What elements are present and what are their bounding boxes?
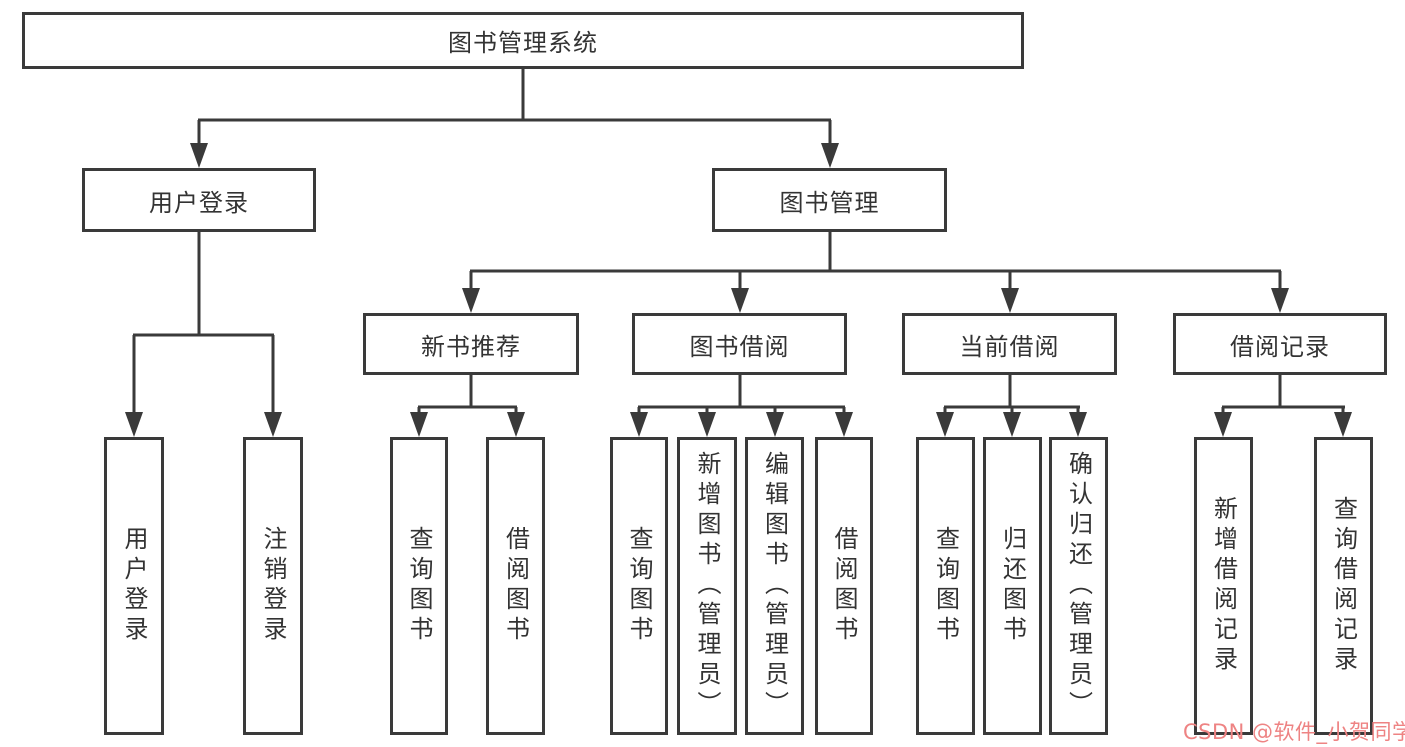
leaf-confirm-return-admin-label: 确认归还（管理员） [1064,451,1093,721]
leaf-borrow-books-1: 借阅图书 [486,437,545,735]
leaf-query-books-2-label: 查询图书 [625,526,653,646]
leaf-query-books-2: 查询图书 [610,437,668,735]
node-book-borrow: 图书借阅 [632,313,847,375]
node-borrow-records: 借阅记录 [1173,313,1387,375]
leaf-query-borrow-record: 查询借阅记录 [1314,437,1373,735]
leaf-add-books-admin: 新增图书（管理员） [677,437,737,735]
leaf-logout: 注销登录 [243,437,303,735]
leaf-borrow-books-2: 借阅图书 [815,437,873,735]
node-current-borrow: 当前借阅 [902,313,1117,375]
node-book-management-label: 图书管理 [779,188,880,217]
leaf-query-books-3-label: 查询图书 [931,526,960,646]
node-borrow-records-label: 借阅记录 [1230,332,1330,361]
node-book-borrow-label: 图书借阅 [689,332,790,361]
node-root: 图书管理系统 [22,12,1024,69]
node-new-book-recommend-label: 新书推荐 [421,332,521,361]
node-root-label: 图书管理系统 [448,29,598,57]
leaf-add-borrow-record-label: 新增借阅记录 [1209,496,1238,676]
node-user-login: 用户登录 [82,168,316,232]
leaf-edit-books-admin: 编辑图书（管理员） [745,437,804,735]
leaf-add-books-admin-label: 新增图书（管理员） [693,451,721,721]
leaf-borrow-books-2-label: 借阅图书 [830,526,858,646]
leaf-logout-label: 注销登录 [259,526,287,646]
node-new-book-recommend: 新书推荐 [363,313,579,375]
leaf-borrow-books-1-label: 借阅图书 [501,526,530,646]
leaf-query-books-1-label: 查询图书 [405,526,433,646]
leaf-return-books: 归还图书 [983,437,1042,735]
leaf-return-books-label: 归还图书 [998,526,1027,646]
leaf-edit-books-admin-label: 编辑图书（管理员） [760,451,789,721]
node-current-borrow-label: 当前借阅 [959,332,1060,361]
leaf-query-books-1: 查询图书 [390,437,448,735]
leaf-query-books-3: 查询图书 [916,437,975,735]
node-book-management: 图书管理 [712,168,947,232]
leaf-add-borrow-record: 新增借阅记录 [1194,437,1253,735]
watermark-text: CSDN @软件_小贺同学 [1183,720,1405,744]
leaf-confirm-return-admin: 确认归还（管理员） [1049,437,1108,735]
leaf-user-login: 用户登录 [104,437,164,735]
leaf-query-borrow-record-label: 查询借阅记录 [1329,496,1358,676]
leaf-user-login-label: 用户登录 [120,526,148,646]
node-user-login-label: 用户登录 [149,188,249,217]
